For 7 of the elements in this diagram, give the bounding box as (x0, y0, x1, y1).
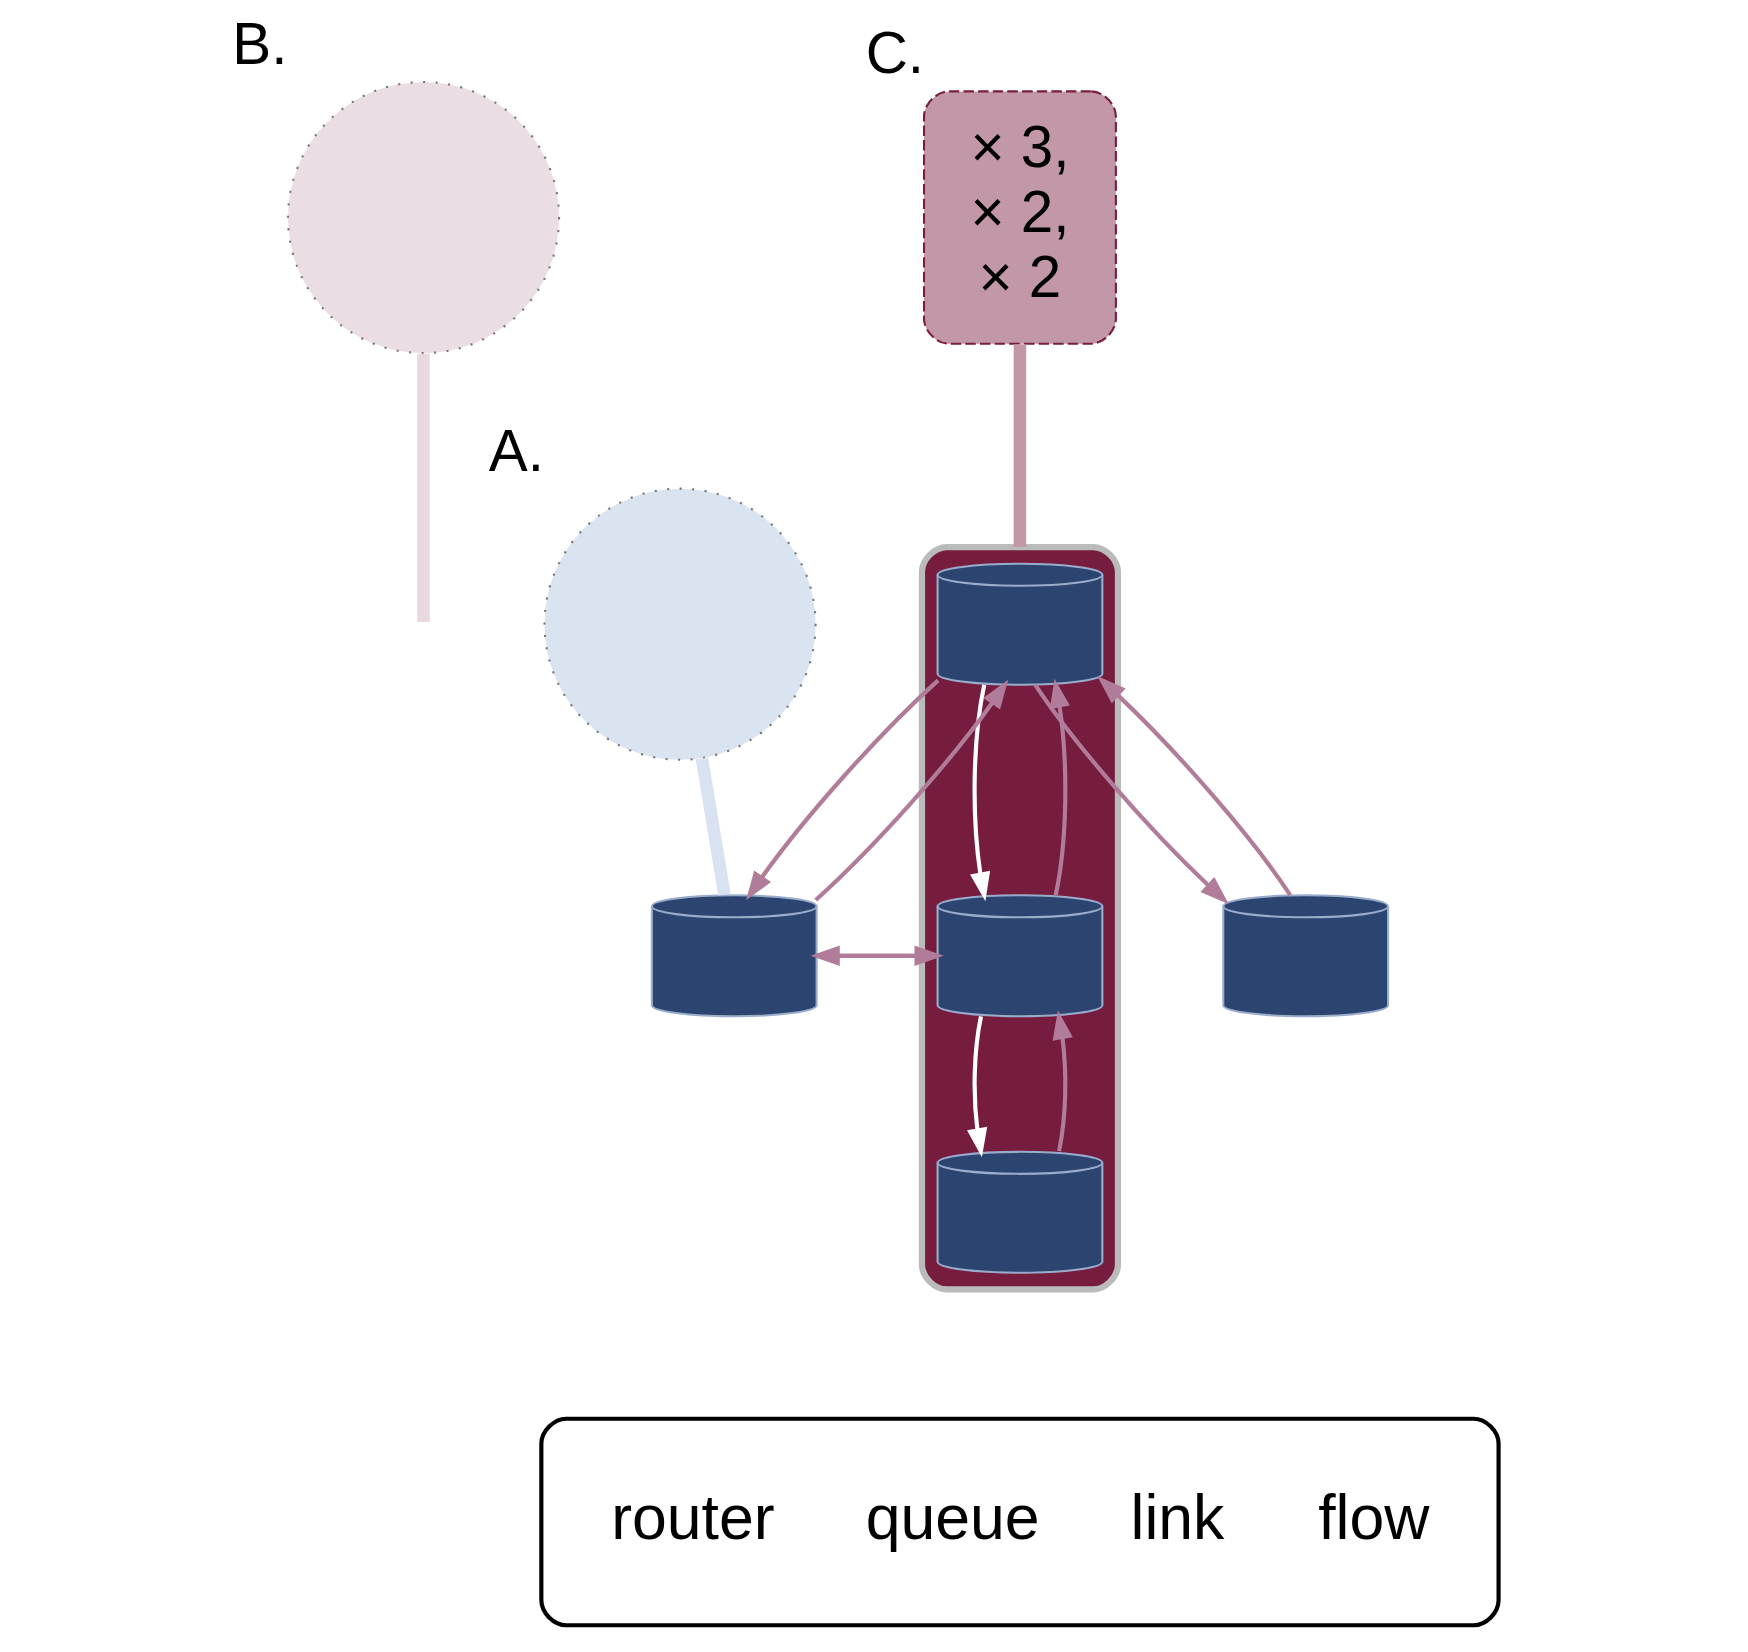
legend-label: queue (865, 1481, 1040, 1552)
legend-label: flow (1317, 1481, 1429, 1552)
node-label: A. (488, 417, 544, 483)
node-label: B. (231, 10, 287, 76)
node-label: C. (865, 19, 924, 85)
legend-label: router (610, 1481, 775, 1552)
legend-label: link (1129, 1481, 1224, 1552)
